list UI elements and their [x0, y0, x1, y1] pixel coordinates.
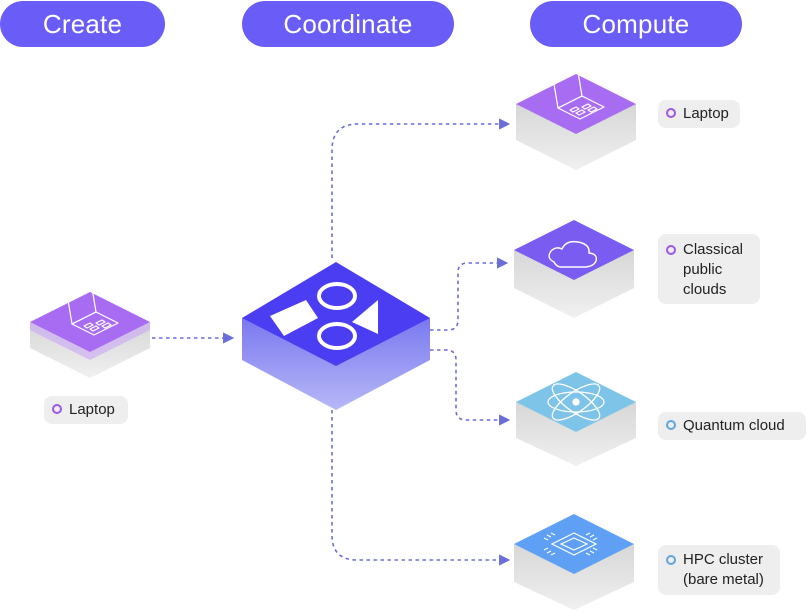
- status-dot-icon: [666, 555, 676, 565]
- connector-coordinator-to-laptop: [331, 118, 511, 258]
- coordinator-block[interactable]: [242, 262, 430, 410]
- connector-coordinator-to-hpc: [331, 410, 511, 566]
- tag-hpc-cluster: HPC cluster (bare metal): [658, 545, 780, 595]
- compute-laptop-block[interactable]: [516, 71, 636, 170]
- tag-label: Laptop: [69, 401, 115, 418]
- status-dot-icon: [666, 420, 676, 430]
- header-compute: Compute: [530, 1, 742, 47]
- status-dot-icon: [666, 245, 676, 255]
- tag-quantum-cloud: Quantum cloud: [658, 412, 806, 440]
- laptop-icon: [553, 71, 605, 120]
- laptop-icon: [67, 287, 119, 336]
- tag-label: Quantum cloud: [683, 417, 785, 434]
- atom-icon: [547, 383, 605, 421]
- tag-label: Laptop: [683, 105, 729, 122]
- connectors: [152, 118, 511, 566]
- tag-classical-clouds: Classical public clouds: [658, 234, 760, 304]
- tag-label: Classical public clouds: [683, 241, 744, 298]
- classical-clouds-block[interactable]: [514, 220, 634, 318]
- connector-coordinator-to-quantum: [430, 349, 511, 426]
- cloud-icon: [548, 240, 598, 268]
- tag-create-laptop: Laptop: [44, 396, 128, 424]
- status-dot-icon: [666, 108, 676, 118]
- create-laptop-block[interactable]: [30, 287, 150, 378]
- tag-compute-laptop: Laptop: [658, 100, 740, 128]
- shapes-logo-icon: [270, 282, 378, 350]
- quantum-cloud-block[interactable]: [516, 372, 636, 466]
- connector-coordinator-to-classical: [430, 257, 509, 331]
- tag-label: HPC cluster (bare metal): [683, 551, 764, 588]
- header-coordinate: Coordinate: [242, 1, 454, 47]
- hpc-cluster-block[interactable]: [514, 514, 634, 610]
- chip-icon: [543, 532, 598, 556]
- header-create: Create: [0, 1, 165, 47]
- status-dot-icon: [52, 404, 62, 414]
